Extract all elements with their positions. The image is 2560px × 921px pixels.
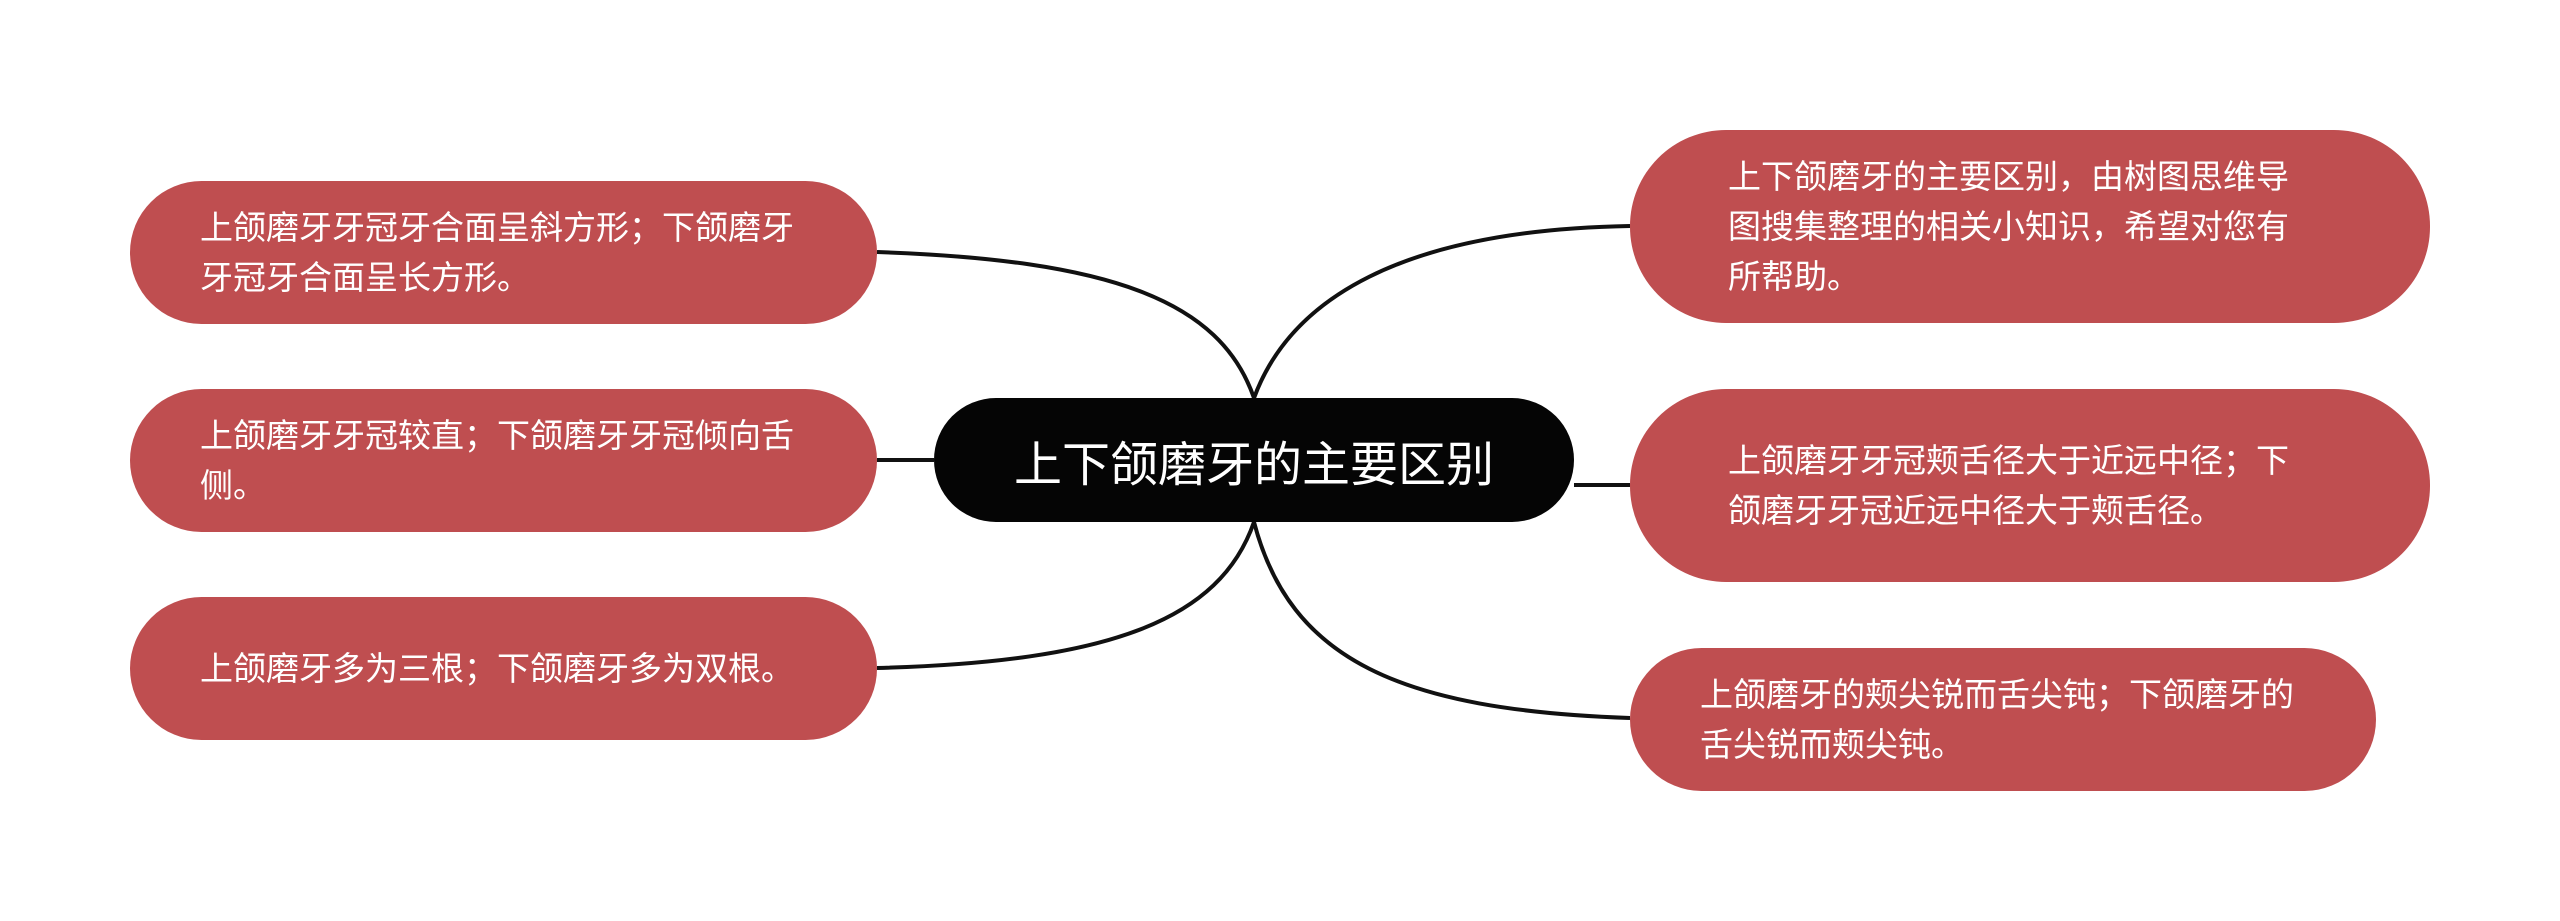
branch-node-text: 上颌磨牙牙冠较直；下颌磨牙牙冠倾向舌侧。 — [200, 415, 794, 505]
central-topic[interactable]: 上下颌磨牙的主要区别 — [934, 398, 1574, 522]
branch-node-left-1[interactable]: 上颌磨牙牙冠牙合面呈斜方形；下颌磨牙牙冠牙合面呈长方形。 — [130, 181, 877, 324]
branch-node-text: 上下颌磨牙的主要区别，由树图思维导图搜集整理的相关小知识，希望对您有所帮助。 — [1728, 156, 2289, 296]
branch-node-right-2[interactable]: 上颌磨牙牙冠颊舌径大于近远中径；下颌磨牙牙冠近远中径大于颊舌径。 — [1630, 389, 2430, 582]
branch-node-text: 上颌磨牙多为三根；下颌磨牙多为双根。 — [200, 648, 794, 688]
branch-node-right-1[interactable]: 上下颌磨牙的主要区别，由树图思维导图搜集整理的相关小知识，希望对您有所帮助。 — [1630, 130, 2430, 323]
connector-left-3 — [876, 521, 1256, 670]
branch-node-left-3[interactable]: 上颌磨牙多为三根；下颌磨牙多为双根。 — [130, 597, 877, 740]
connector-left-1 — [876, 250, 1256, 399]
central-topic-label: 上下颌磨牙的主要区别 — [1013, 437, 1494, 493]
connector-right-3 — [1252, 521, 1631, 720]
branch-node-text: 上颌磨牙的颊尖锐而舌尖钝；下颌磨牙的舌尖锐而颊尖钝。 — [1700, 674, 2294, 764]
connector-right-1 — [1252, 224, 1631, 399]
branch-node-left-2[interactable]: 上颌磨牙牙冠较直；下颌磨牙牙冠倾向舌侧。 — [130, 389, 877, 532]
branch-node-text: 上颌磨牙牙冠颊舌径大于近远中径；下颌磨牙牙冠近远中径大于颊舌径。 — [1728, 440, 2289, 530]
branch-node-right-3[interactable]: 上颌磨牙的颊尖锐而舌尖钝；下颌磨牙的舌尖锐而颊尖钝。 — [1630, 648, 2376, 791]
branch-node-text: 上颌磨牙牙冠牙合面呈斜方形；下颌磨牙牙冠牙合面呈长方形。 — [200, 207, 794, 297]
